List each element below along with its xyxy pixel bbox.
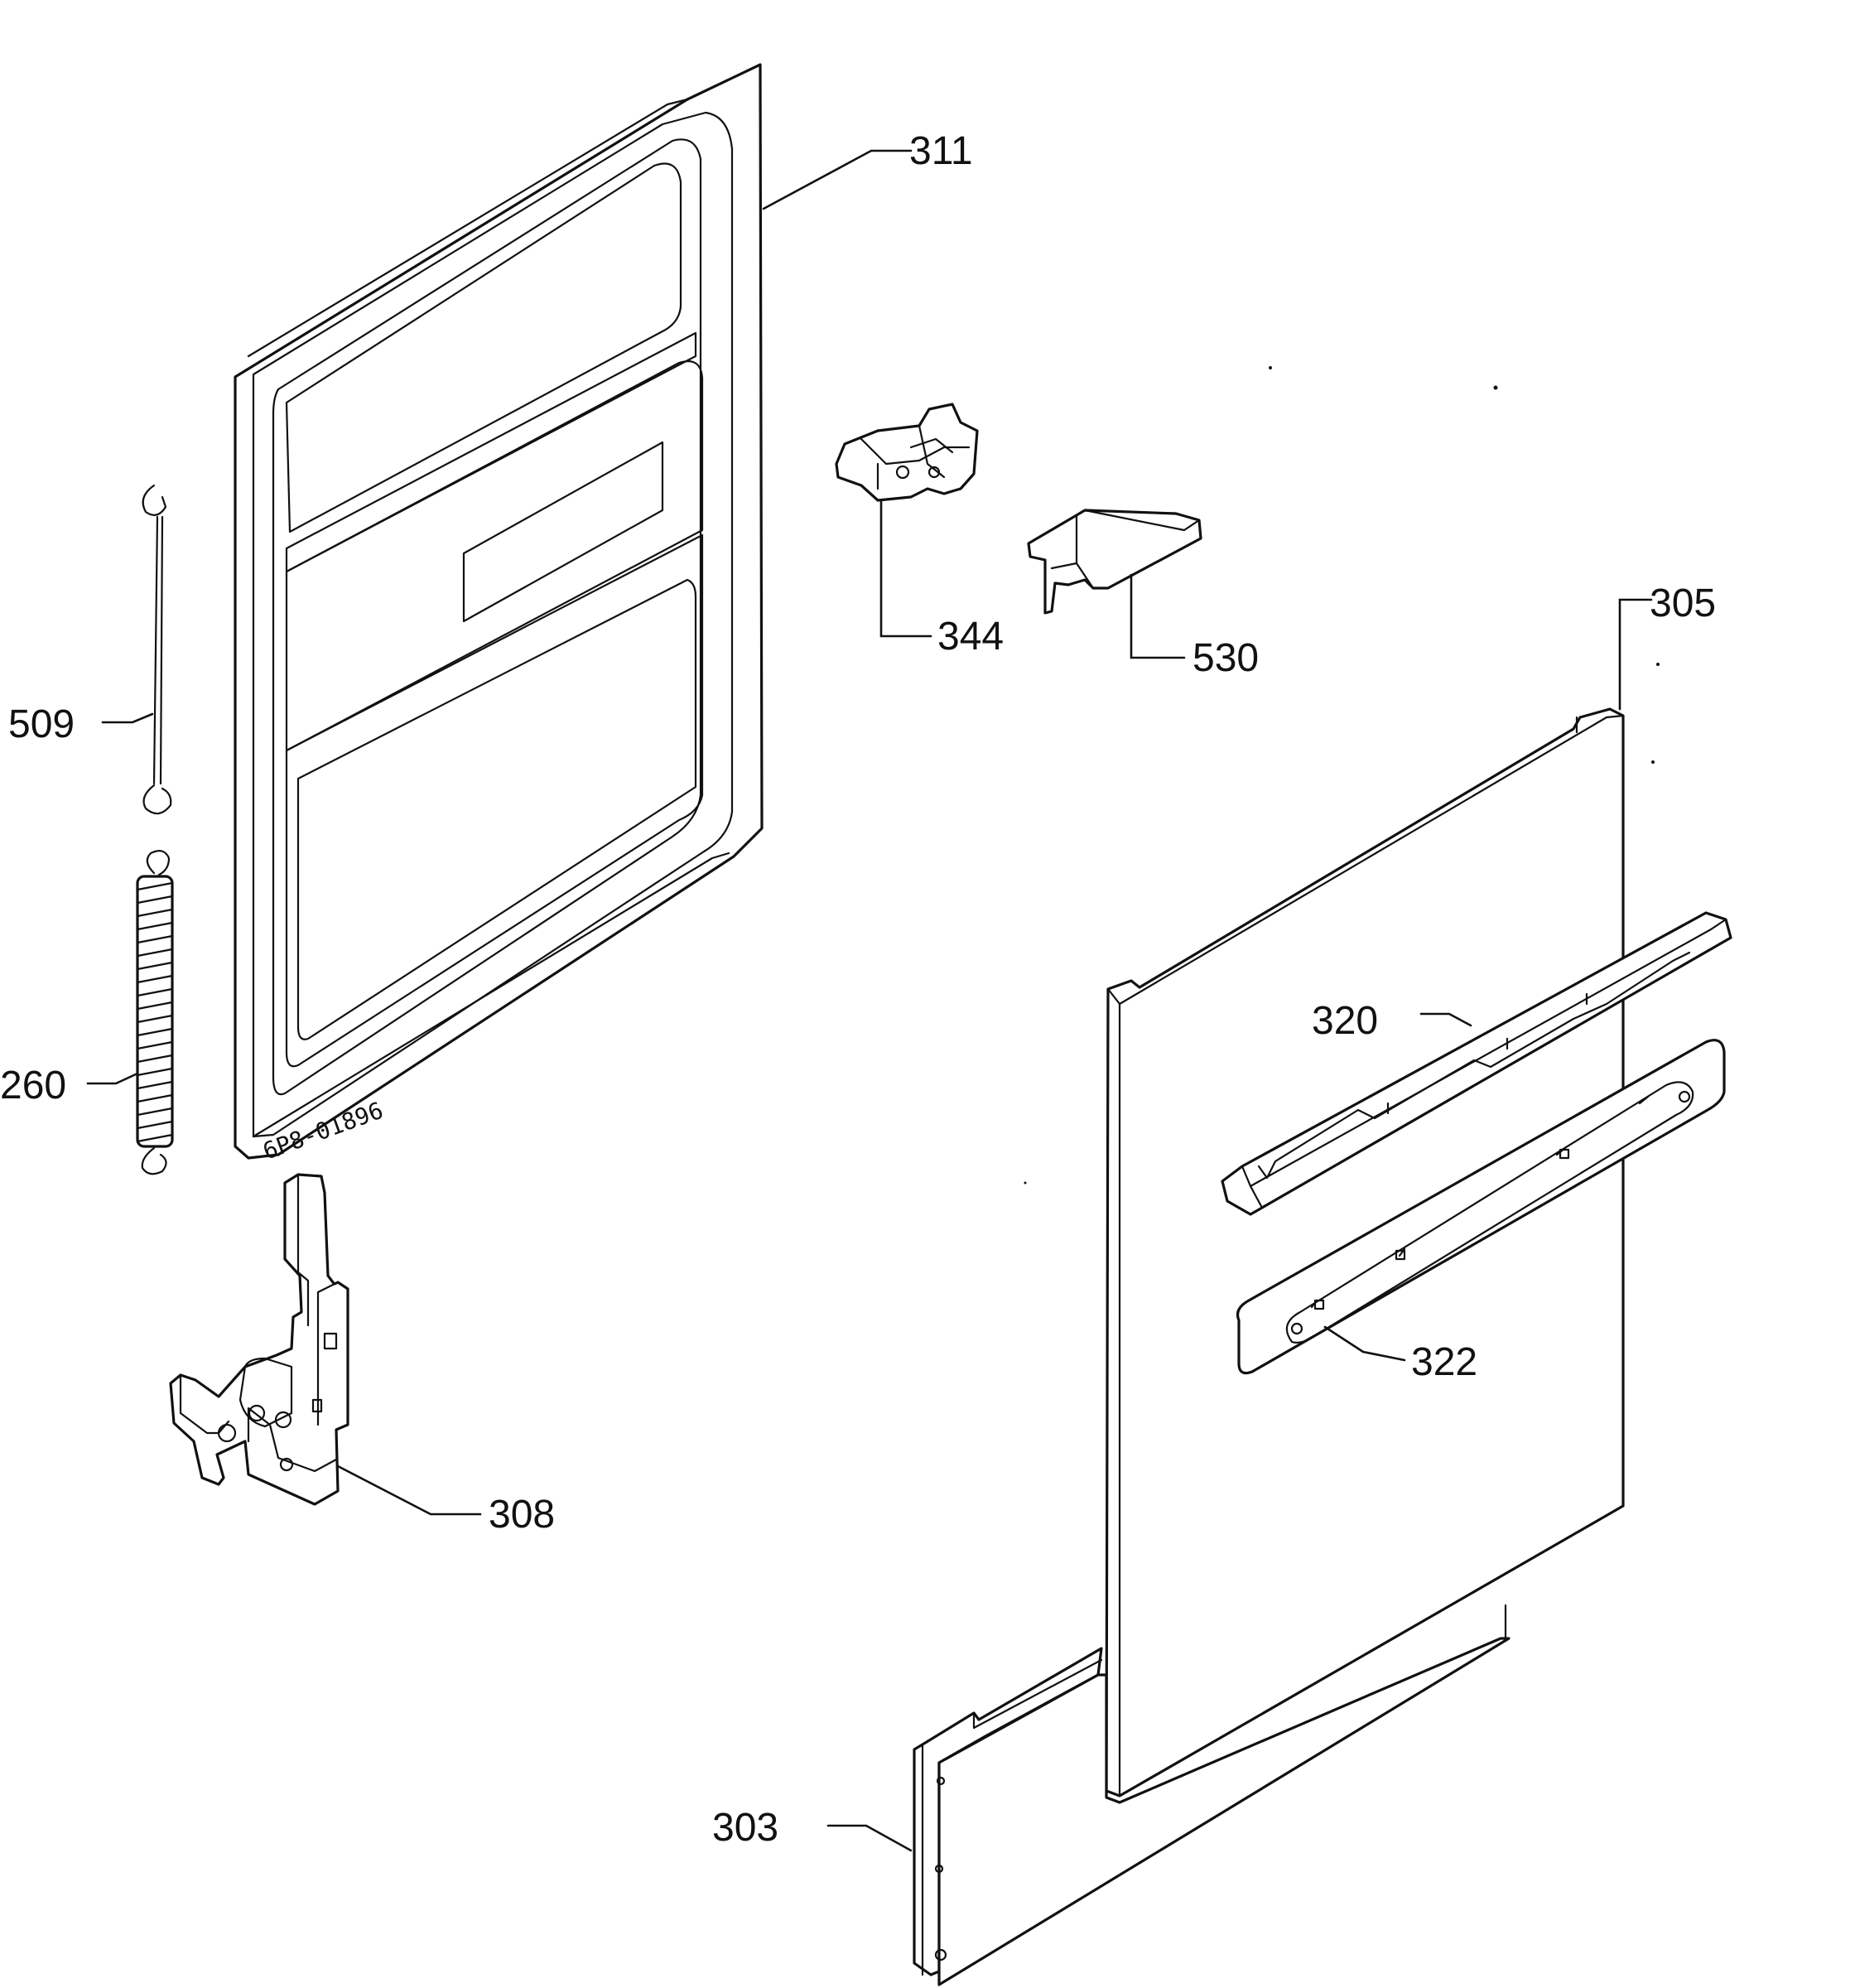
leader-305 — [1618, 598, 1653, 711]
callout-260: 260 — [0, 1064, 66, 1107]
callout-322: 322 — [1411, 1340, 1477, 1384]
leader-344 — [879, 499, 932, 638]
leader-320 — [1419, 1012, 1472, 1027]
kick-plate-303 — [913, 1604, 1510, 1986]
callout-530: 530 — [1192, 636, 1259, 680]
rod-spring-509 — [142, 484, 172, 815]
callout-311: 311 — [909, 129, 973, 173]
leader-509 — [101, 712, 154, 724]
callout-320: 320 — [1312, 999, 1378, 1043]
callout-303: 303 — [712, 1806, 778, 1850]
inner-door-panel-311: 6P8-01896 — [234, 63, 764, 1165]
leader-308 — [336, 1464, 482, 1516]
leader-303 — [826, 1824, 913, 1852]
handle-strip-322 — [1236, 1039, 1726, 1375]
hinge-assembly-308 — [169, 1173, 349, 1506]
latch-handle-530 — [1027, 509, 1202, 615]
callout-308: 308 — [489, 1493, 555, 1537]
spring-coils — [136, 881, 174, 1143]
callout-305: 305 — [1650, 581, 1716, 625]
callout-509: 509 — [8, 702, 75, 746]
handle-strip-320 — [1221, 911, 1732, 1216]
coil-spring-260 — [136, 849, 174, 1175]
latch-mechanism-344 — [835, 403, 979, 502]
leader-530 — [1130, 573, 1186, 659]
leader-260 — [86, 1072, 139, 1085]
leader-322 — [1323, 1325, 1406, 1362]
leader-311 — [762, 149, 913, 210]
stray-dots — [1024, 366, 1660, 1185]
callout-344: 344 — [937, 615, 1004, 659]
